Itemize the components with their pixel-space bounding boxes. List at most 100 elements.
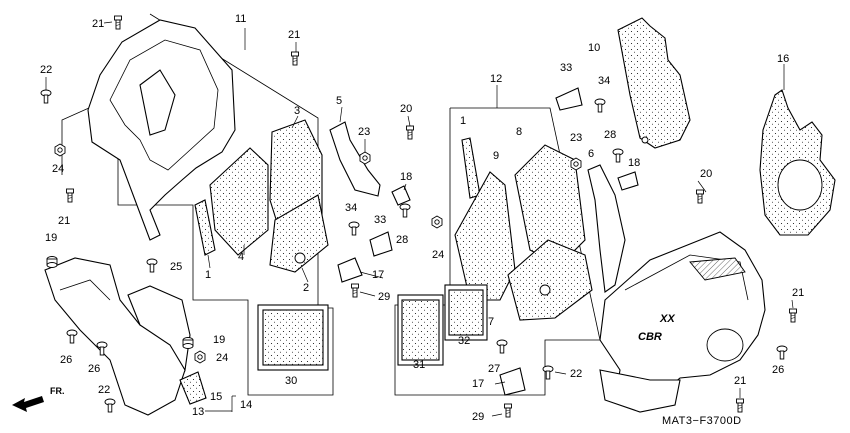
callout-20: 20 xyxy=(700,168,712,180)
seal-panel-9 xyxy=(454,171,516,301)
upper-inner-cowl-left-flange xyxy=(139,69,176,136)
grommet-19-b xyxy=(182,337,194,349)
center-group xyxy=(394,85,626,396)
bolt-21-a xyxy=(114,15,122,30)
leader-3 xyxy=(291,115,299,129)
callout-18: 18 xyxy=(400,171,412,183)
callout-19: 19 xyxy=(45,232,57,244)
screw-22-b xyxy=(104,398,116,413)
seal-strip-1-center xyxy=(461,137,481,199)
panel-7-hole xyxy=(539,284,551,296)
callout-13: 13 xyxy=(192,406,204,418)
callout-34: 34 xyxy=(598,75,610,87)
callout-28: 28 xyxy=(396,234,408,246)
callout-12: 12 xyxy=(490,73,502,85)
callout-21: 21 xyxy=(58,215,70,227)
callout-14: 14 xyxy=(240,399,252,411)
callout-6: 6 xyxy=(588,148,594,160)
lower-cowl-right-bottom xyxy=(599,369,681,413)
callout-7: 7 xyxy=(488,316,494,328)
bolt-29-b xyxy=(504,403,512,418)
clip-24-b xyxy=(194,350,206,364)
screw-22-a xyxy=(40,89,52,104)
stay-18-a xyxy=(391,185,411,206)
bolt-20-b xyxy=(696,189,704,204)
panel-2-hole xyxy=(294,252,306,264)
callout-32: 32 xyxy=(458,335,470,347)
callout-24: 24 xyxy=(52,163,64,175)
seal-panel-2 xyxy=(269,194,329,273)
callout-26: 26 xyxy=(772,364,784,376)
callout-29: 29 xyxy=(378,291,390,303)
callout-33: 33 xyxy=(374,214,386,226)
callout-31: 31 xyxy=(413,359,425,371)
stay-18-b xyxy=(617,171,639,191)
callout-15: 15 xyxy=(210,391,222,403)
callout-8: 8 xyxy=(516,126,522,138)
bolt-21-c xyxy=(66,188,74,203)
left-fairing-group xyxy=(44,13,381,416)
bolt-20-a xyxy=(406,125,414,140)
callout-22: 22 xyxy=(98,384,110,396)
callout-33: 33 xyxy=(560,62,572,74)
callout-11: 11 xyxy=(235,13,246,25)
stay-33-b xyxy=(555,87,583,111)
callout-1: 1 xyxy=(205,269,211,281)
direction-label: FR. xyxy=(50,386,65,396)
screw-25 xyxy=(146,258,158,273)
callout-29: 29 xyxy=(472,411,484,423)
callout-26: 26 xyxy=(60,354,72,366)
seal-15 xyxy=(179,371,207,405)
screw-26-c xyxy=(776,345,788,360)
callout-16: 16 xyxy=(777,53,789,65)
callout-24: 24 xyxy=(216,352,228,364)
leader-1a xyxy=(207,254,211,269)
leader-2 xyxy=(301,267,309,283)
callout-10: 10 xyxy=(588,42,600,54)
callout-9: 9 xyxy=(493,150,499,162)
callout-3: 3 xyxy=(294,105,300,117)
nut-23-b xyxy=(570,157,582,171)
callout-2: 2 xyxy=(303,282,309,294)
lower-cowl-left xyxy=(44,257,186,416)
callout-25: 25 xyxy=(170,261,182,273)
bolt-21-b xyxy=(291,51,299,66)
upper-inner-cowl-left-inner xyxy=(109,39,219,171)
callout-23: 23 xyxy=(358,126,370,138)
stay-33-a xyxy=(369,231,393,257)
fairing-badge: XX xyxy=(659,313,675,325)
front-arrow-icon xyxy=(12,396,44,412)
guard-16-cutout xyxy=(777,159,823,211)
grommet-19-a xyxy=(46,256,58,268)
bracket-6 xyxy=(587,164,626,293)
lower-cowl-right-crease xyxy=(624,254,749,301)
lower-cowl-left-crease xyxy=(59,279,111,301)
seal-pad-30-face xyxy=(262,309,324,366)
callout-20: 20 xyxy=(400,103,412,115)
callout-17: 17 xyxy=(472,378,484,390)
callout-22: 22 xyxy=(570,368,582,380)
callout-23: 23 xyxy=(570,132,582,144)
right-fairing-group: CBR XX xyxy=(599,17,836,413)
callout-5: 5 xyxy=(336,95,342,107)
seal-pad-31-face xyxy=(401,299,440,361)
heat-guard-10 xyxy=(617,17,691,149)
clip-24-c xyxy=(431,215,443,229)
leader-5 xyxy=(339,106,343,123)
bolt-21-e xyxy=(736,398,744,413)
seal-panel-8 xyxy=(514,144,586,266)
seal-panel-4 xyxy=(209,147,269,256)
seal-strip-1-left xyxy=(194,199,216,256)
callout-21: 21 xyxy=(92,18,104,30)
callout-1: 1 xyxy=(460,115,466,127)
callout-27: 27 xyxy=(488,363,500,375)
callout-19: 19 xyxy=(213,334,225,346)
guard-10-hole xyxy=(641,136,649,144)
callout-labels: 21 11 21 22 3 5 20 23 24 18 21 34 33 28 … xyxy=(40,13,804,427)
screw-34-a xyxy=(348,221,360,236)
callout-21: 21 xyxy=(734,375,746,387)
clip-24-a xyxy=(54,143,66,157)
callout-21: 21 xyxy=(792,287,804,299)
screw-28-a xyxy=(399,203,411,218)
